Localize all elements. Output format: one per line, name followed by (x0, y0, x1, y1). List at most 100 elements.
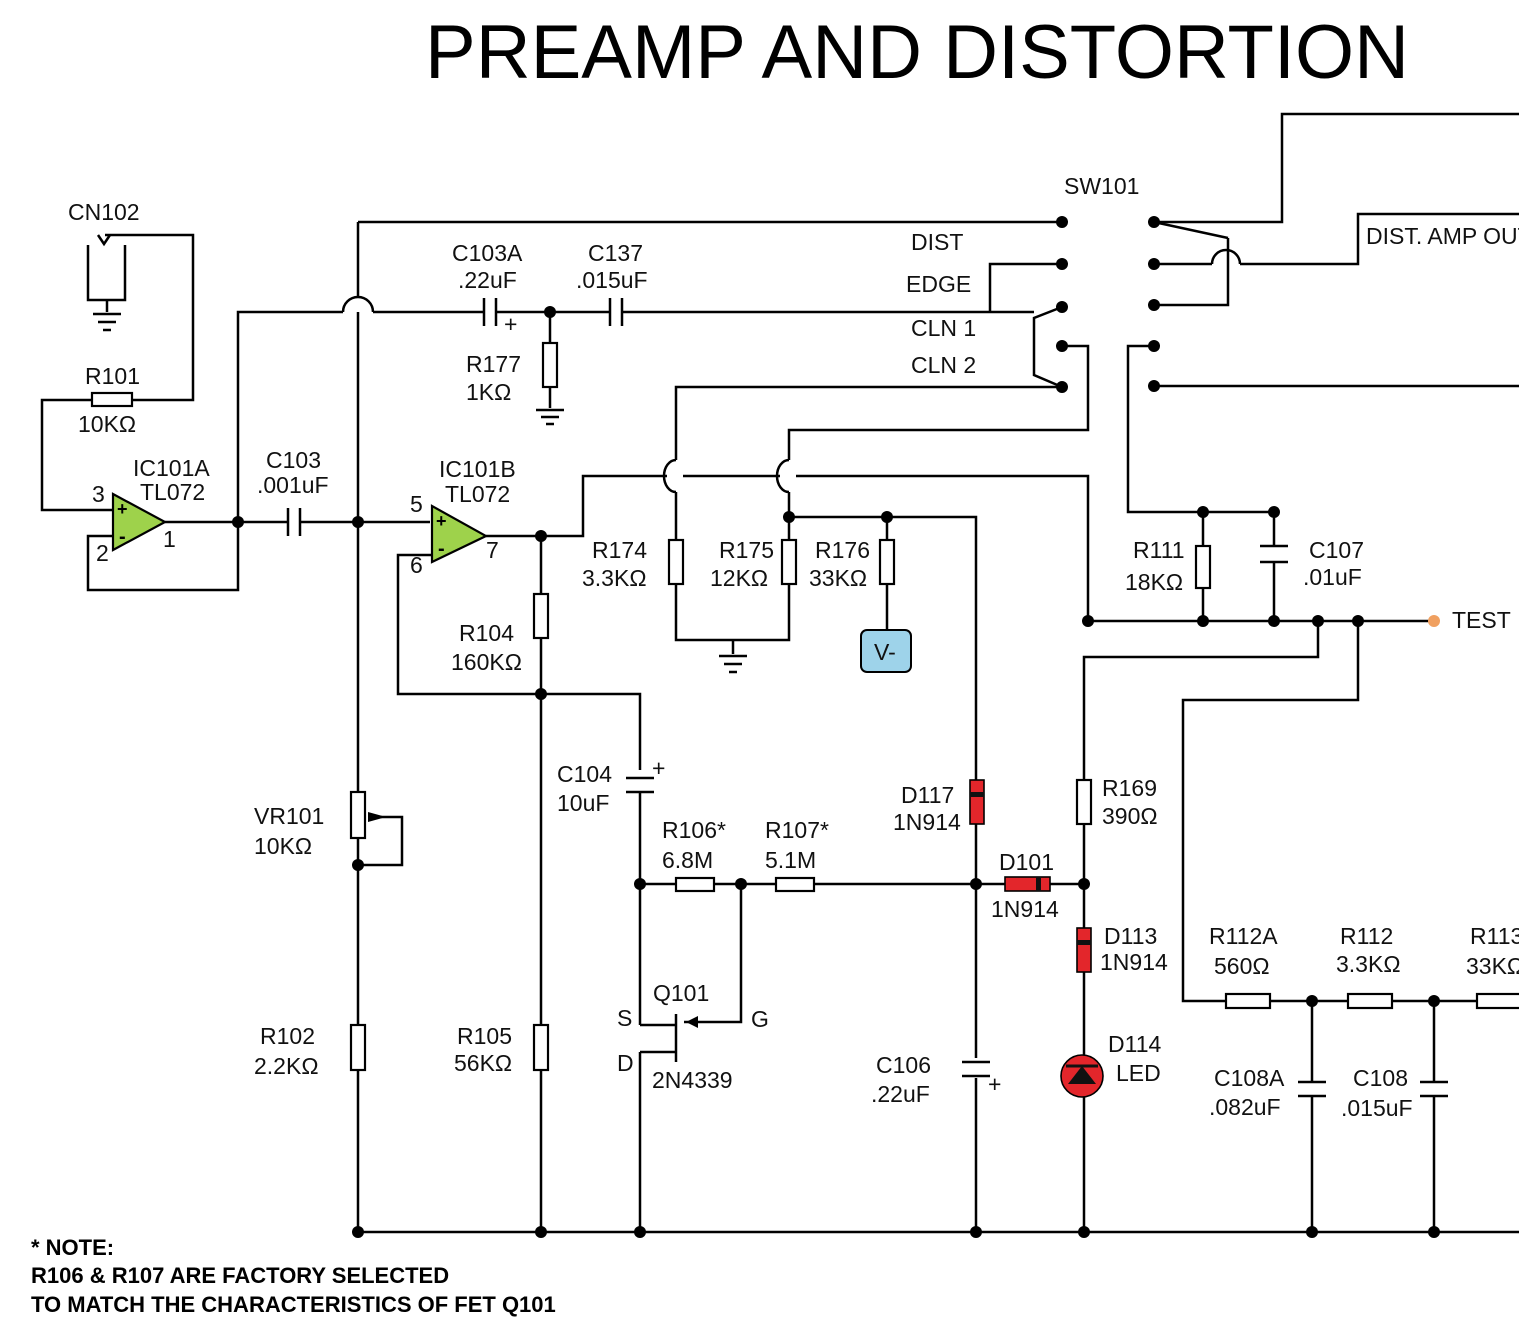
d113-label: D113 (1104, 923, 1157, 949)
r102-resistor (349, 1023, 367, 1072)
q101-type: 2N4339 (652, 1067, 733, 1093)
vr101-wiper-arrow (368, 812, 386, 822)
r112-label: R112 (1340, 923, 1393, 949)
v-minus-label: V- (874, 639, 896, 665)
q101-source-pin: S (617, 1005, 632, 1031)
r175-value: 12KΩ (710, 565, 768, 591)
c108-capacitor (1420, 1080, 1448, 1098)
r101-resistor (90, 391, 134, 408)
c137-capacitor (608, 298, 624, 326)
r113-resistor (1475, 992, 1519, 1010)
c107-capacitor (1260, 544, 1288, 564)
r177-label: R177 (466, 351, 521, 377)
r113-label: R113 (1470, 923, 1519, 949)
c103a-plus: + (504, 311, 517, 337)
c106-capacitor (962, 1060, 990, 1078)
r107-resistor (774, 876, 816, 893)
d114-led (1060, 1054, 1104, 1098)
r102-label: R102 (260, 1023, 315, 1049)
r106-resistor (674, 876, 716, 893)
r106-label: R106* (662, 817, 726, 843)
c103-label: C103 (266, 447, 321, 473)
c103a-label: C103A (452, 240, 523, 266)
ic101a-type: TL072 (140, 479, 205, 505)
c108a-label: C108A (1214, 1065, 1285, 1091)
r111-label: R111 (1133, 537, 1185, 563)
c137-value: .015uF (576, 267, 648, 293)
note-line-1: R106 & R107 ARE FACTORY SELECTED (31, 1263, 449, 1288)
c108a-value: .082uF (1209, 1094, 1281, 1120)
r112-value: 3.3KΩ (1336, 951, 1401, 977)
c108a-capacitor (1298, 1080, 1326, 1098)
note-heading: * NOTE: (31, 1235, 114, 1260)
r104-value: 160KΩ (451, 649, 522, 675)
svg-text:-: - (119, 526, 126, 548)
q101-label: Q101 (653, 980, 709, 1006)
r101-label: R101 (85, 363, 140, 389)
d101-value: 1N914 (991, 896, 1059, 922)
ic101b-pin5: 5 (410, 491, 423, 517)
cn102-label: CN102 (68, 199, 140, 225)
d113-diode (1076, 927, 1092, 973)
d117-value: 1N914 (893, 809, 961, 835)
r169-resistor (1075, 778, 1093, 826)
v-minus-supply-box (860, 629, 912, 673)
note-line-2: TO MATCH THE CHARACTERISTICS OF FET Q101 (31, 1292, 556, 1317)
svg-text:+: + (117, 499, 128, 519)
c106-label: C106 (876, 1052, 931, 1078)
r174-label: R174 (592, 537, 647, 563)
r113-value: 33KΩ (1466, 953, 1519, 979)
r101-value: 10KΩ (78, 411, 136, 437)
ic101a-pin2: 2 (96, 540, 109, 566)
sw101-label: SW101 (1064, 173, 1139, 199)
c106-value: .22uF (871, 1081, 930, 1107)
r104-label: R104 (459, 620, 514, 646)
r176-label: R176 (815, 537, 870, 563)
c107-label: C107 (1309, 537, 1364, 563)
test-point-label: TEST (1452, 607, 1511, 633)
switch-dist-label: DIST (911, 229, 963, 255)
r169-label: R169 (1102, 775, 1157, 801)
switch-cln1-label: CLN 1 (911, 315, 976, 341)
d101-label: D101 (999, 849, 1054, 875)
r169-value: 390Ω (1102, 803, 1158, 829)
q101-gate-pin: G (751, 1006, 769, 1032)
ic101b-pin6: 6 (410, 552, 423, 578)
d117-diode (969, 779, 985, 825)
r112a-resistor (1224, 992, 1272, 1010)
r106-value: 6.8M (662, 847, 713, 873)
r107-label: R107* (765, 817, 829, 843)
ic101b-label: IC101B (439, 456, 516, 482)
vr101-label: VR101 (254, 803, 324, 829)
r112-resistor (1346, 992, 1394, 1010)
vr101-value: 10KΩ (254, 833, 312, 859)
q101-jfet (640, 1014, 698, 1062)
r176-value: 33KΩ (809, 565, 867, 591)
ic101b-opamp: + - (430, 504, 489, 564)
r111-value: 18KΩ (1125, 569, 1183, 595)
d114-label: D114 (1108, 1031, 1161, 1057)
ic101a-opamp: + - (111, 492, 168, 552)
c103a-value: .22uF (458, 267, 517, 293)
d117-label: D117 (901, 782, 954, 808)
r112a-label: R112A (1209, 923, 1278, 949)
r104-resistor (532, 592, 550, 640)
switch-edge-label: EDGE (906, 271, 971, 297)
ic101b-pin7: 7 (486, 537, 499, 563)
q101-drain-pin: D (617, 1050, 634, 1076)
test-point-dot (1428, 615, 1440, 627)
r177-resistor (541, 341, 559, 389)
d114-value: LED (1116, 1060, 1161, 1086)
r107-value: 5.1M (765, 847, 816, 873)
d101-diode (1004, 876, 1051, 892)
c137-label: C137 (588, 240, 643, 266)
svg-text:+: + (436, 511, 447, 531)
r175-label: R175 (719, 537, 774, 563)
wires (40, 112, 1519, 1234)
r105-label: R105 (457, 1023, 512, 1049)
r174-value: 3.3KΩ (582, 565, 647, 591)
c106-plus: + (988, 1071, 1001, 1097)
c103a-capacitor (482, 298, 498, 326)
d113-value: 1N914 (1100, 949, 1168, 975)
